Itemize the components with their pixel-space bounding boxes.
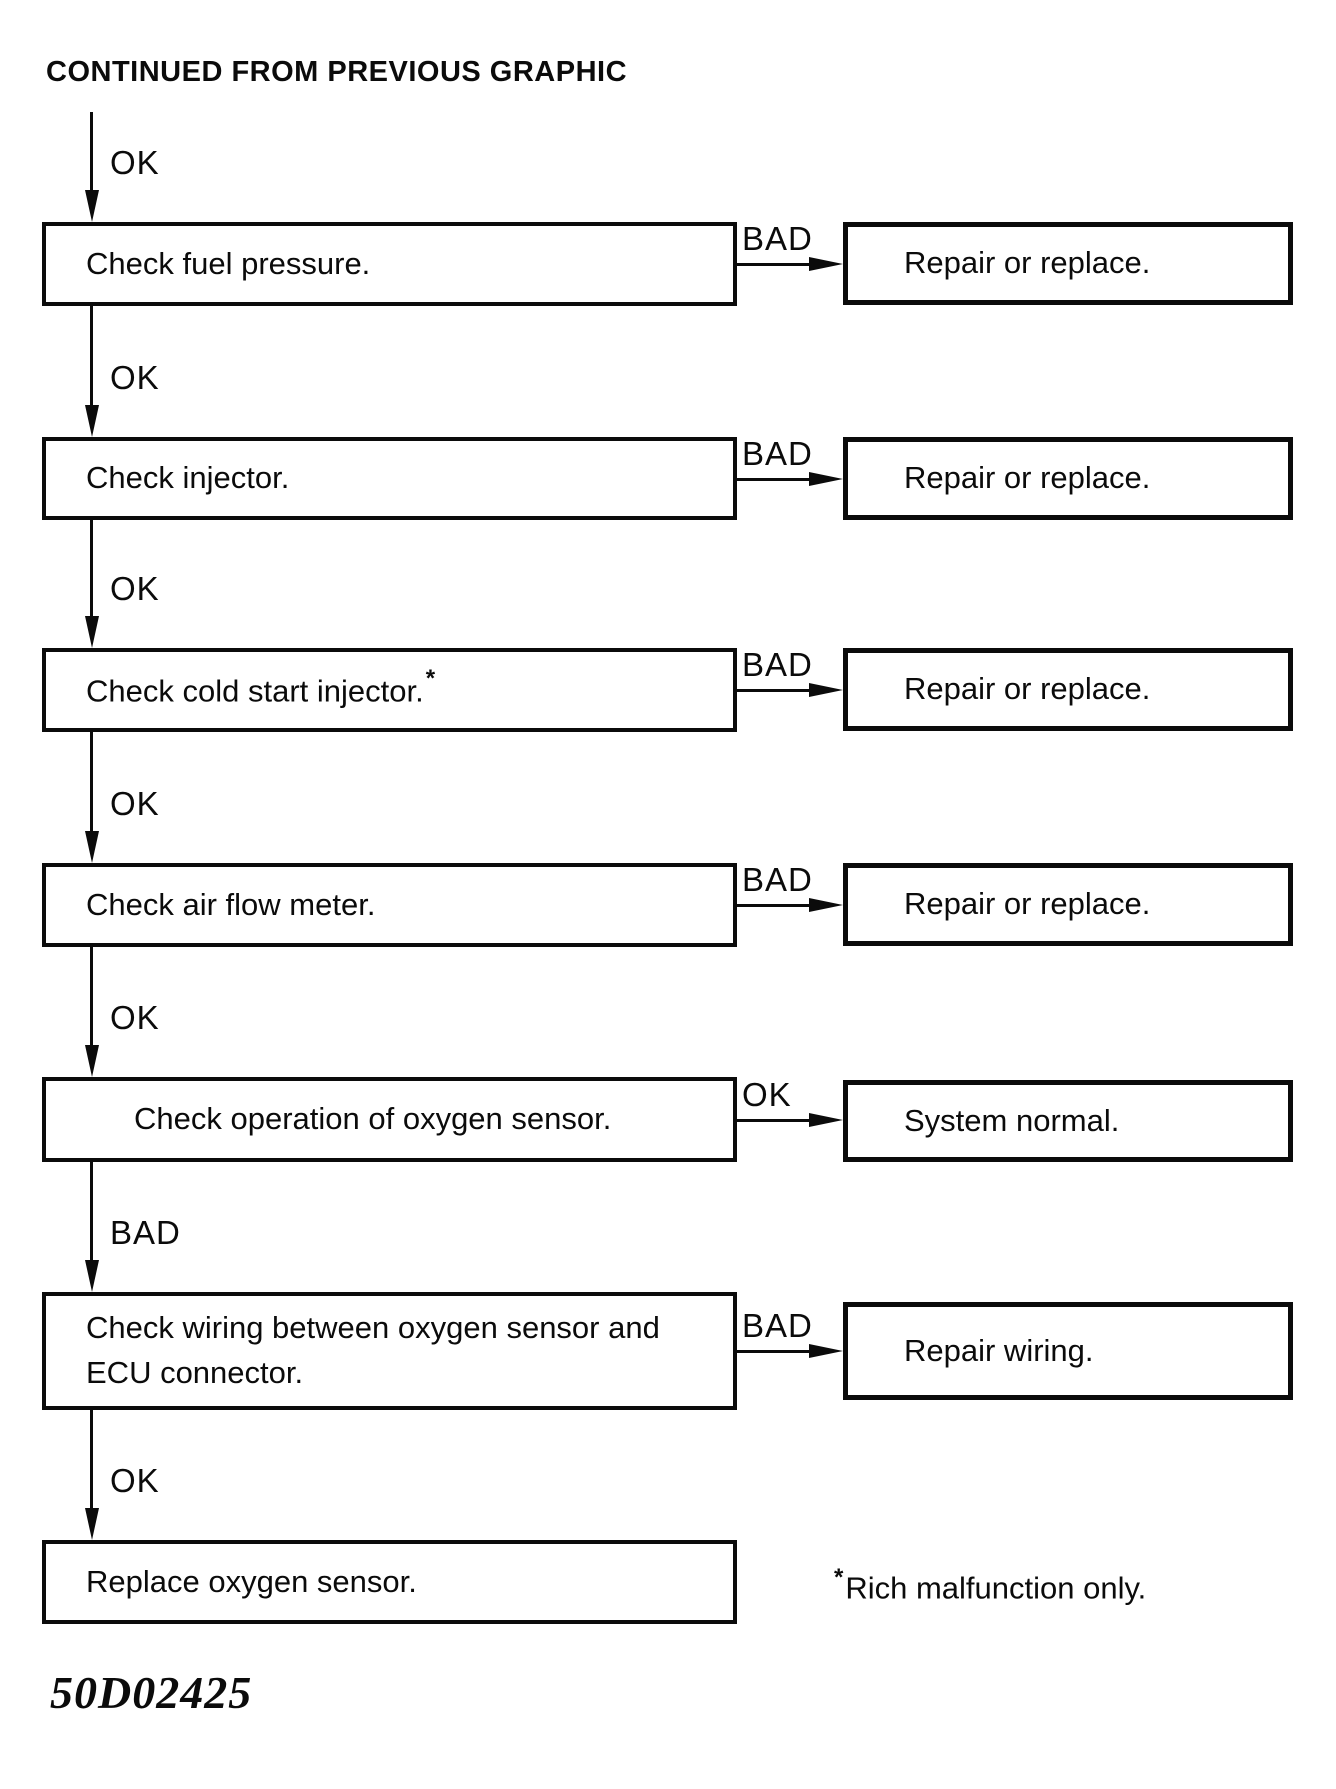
- step-label: Check operation of oxygen sensor.: [134, 1097, 611, 1142]
- edge-label-ok: OK: [110, 359, 160, 396]
- connector-line: [90, 1410, 93, 1512]
- result-label: System normal.: [904, 1102, 1120, 1138]
- result-box: Repair or replace.: [843, 648, 1293, 731]
- step-label: Check air flow meter.: [86, 883, 375, 928]
- result-label: Repair or replace.: [904, 245, 1151, 281]
- arrow-right-icon: [809, 898, 843, 912]
- step-label-text: Replace oxygen sensor.: [86, 1563, 417, 1599]
- result-box: Repair wiring.: [843, 1302, 1293, 1400]
- result-box: Repair or replace.: [843, 222, 1293, 305]
- edge-label-ok: OK: [110, 570, 160, 607]
- connector-line: [737, 904, 812, 907]
- arrow-right-icon: [809, 1113, 843, 1127]
- connector-line: [90, 520, 93, 620]
- arrow-down-icon: [84, 831, 99, 863]
- doc-code: 50D02425: [50, 1667, 253, 1718]
- edge-label-ok: OK: [110, 144, 160, 181]
- arrow-down-icon: [84, 1260, 99, 1292]
- step-label-text: Check operation of oxygen sensor.: [134, 1101, 612, 1137]
- step-label-text: Check wiring between oxygen sensor and E…: [86, 1310, 660, 1390]
- step-label: Check wiring between oxygen sensor and E…: [86, 1306, 686, 1396]
- connector-line: [90, 732, 93, 835]
- connector-line: [90, 306, 93, 409]
- connector-line: [90, 947, 93, 1049]
- connector-line: [90, 1162, 93, 1264]
- edge-label-bad: BAD: [742, 861, 813, 898]
- step-box: Check air flow meter.: [42, 863, 737, 947]
- edge-label-bad: BAD: [742, 435, 813, 472]
- edge-label-bad: BAD: [742, 646, 813, 683]
- arrow-down-icon: [84, 616, 99, 648]
- result-box: Repair or replace.: [843, 863, 1293, 946]
- arrow-right-icon: [809, 257, 843, 271]
- step-box: Check cold start injector.*: [42, 648, 737, 732]
- step-label-asterisk: *: [425, 664, 436, 692]
- arrow-right-icon: [809, 683, 843, 697]
- connector-line: [90, 112, 93, 194]
- arrow-right-icon: [809, 1344, 843, 1358]
- step-label: Check cold start injector.*: [86, 664, 436, 714]
- edge-label-ok: OK: [742, 1076, 792, 1113]
- arrow-down-icon: [84, 190, 99, 222]
- step-box: Check wiring between oxygen sensor and E…: [42, 1292, 737, 1410]
- edge-label-ok: OK: [110, 1462, 160, 1499]
- step-box: Check injector.: [42, 437, 737, 520]
- result-box: System normal.: [843, 1080, 1293, 1162]
- connector-line: [737, 263, 812, 266]
- connector-line: [737, 689, 812, 692]
- footnote-asterisk: *: [834, 1564, 844, 1591]
- result-label: Repair wiring.: [904, 1332, 1094, 1368]
- page-heading: CONTINUED FROM PREVIOUS GRAPHIC: [46, 56, 628, 88]
- edge-label-ok: OK: [110, 999, 160, 1036]
- step-box: Check fuel pressure.: [42, 222, 737, 306]
- step-label: Replace oxygen sensor.: [86, 1560, 417, 1605]
- footnote-text: Rich malfunction only.: [845, 1570, 1147, 1606]
- result-label: Repair or replace.: [904, 886, 1151, 922]
- result-box: Repair or replace.: [843, 437, 1293, 520]
- arrow-down-icon: [84, 1508, 99, 1540]
- result-label: Repair or replace.: [904, 671, 1151, 707]
- footnote: *Rich malfunction only.: [834, 1564, 1147, 1606]
- result-label: Repair or replace.: [904, 460, 1151, 496]
- edge-label-bad: BAD: [742, 220, 813, 257]
- step-label: Check fuel pressure.: [86, 242, 370, 287]
- step-label-text: Check fuel pressure.: [86, 245, 371, 281]
- step-label-text: Check injector.: [86, 460, 290, 496]
- step-label: Check injector.: [86, 456, 289, 501]
- step-label-text: Check air flow meter.: [86, 886, 376, 922]
- edge-label-bad: BAD: [742, 1307, 813, 1344]
- step-box: Check operation of oxygen sensor.: [42, 1077, 737, 1162]
- edge-label-ok: OK: [110, 785, 160, 822]
- edge-label-bad: BAD: [110, 1214, 181, 1251]
- connector-line: [737, 1119, 812, 1122]
- step-label-text: Check cold start injector.: [86, 673, 424, 709]
- connector-line: [737, 478, 812, 481]
- arrow-down-icon: [84, 405, 99, 437]
- arrow-right-icon: [809, 472, 843, 486]
- arrow-down-icon: [84, 1045, 99, 1077]
- step-box: Replace oxygen sensor.: [42, 1540, 737, 1624]
- connector-line: [737, 1350, 812, 1353]
